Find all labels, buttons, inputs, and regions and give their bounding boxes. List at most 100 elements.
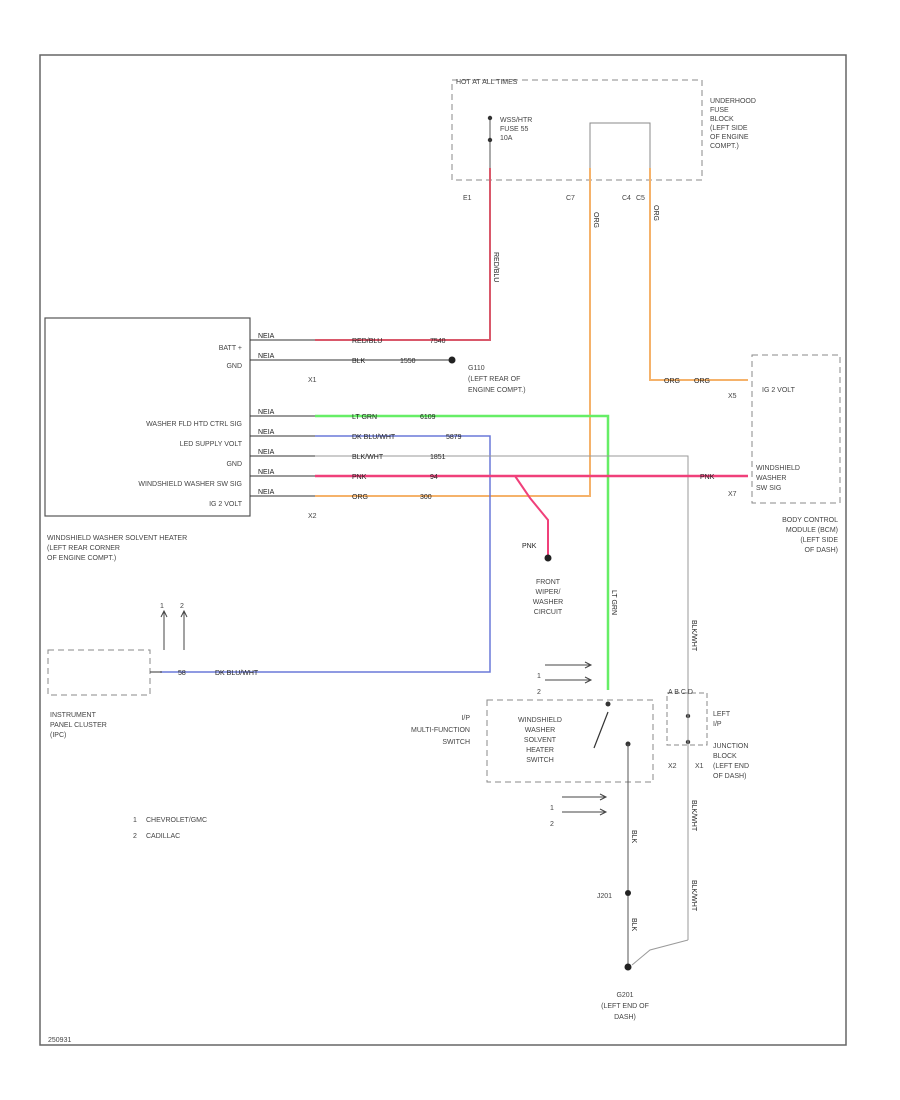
bcm-name-3: (LEFT SIDE [800, 537, 838, 544]
bcm-name-1: BODY CONTROL [782, 517, 838, 524]
wire-pnk-bcm-label: PNK [700, 474, 715, 481]
ground-g110-label-2: (LEFT REAR OF [468, 376, 520, 383]
wire-ltgrn-vertical-label: LT GRN [610, 590, 617, 615]
footer-code: 250931 [48, 1037, 71, 1044]
wire-led-dk-blu [160, 435, 491, 673]
ipc-name-3: (IPC) [50, 732, 66, 739]
fuse-55-contact-bottom [487, 137, 493, 143]
wire-led-circuit-label: 5879 [446, 434, 462, 441]
bcm-box-outline [751, 354, 841, 504]
splice-j201 [625, 890, 631, 896]
ground-g201-label-2: (LEFT END OF [601, 1003, 649, 1010]
fuse-pin-c5: C5 [636, 195, 645, 202]
multi-switch-blade [593, 711, 609, 749]
svg-text:NEIA: NEIA [258, 409, 275, 416]
fuse-block-name-2: FUSE [710, 107, 729, 114]
multi-switch-top-marker-1: 1 [537, 673, 541, 680]
junction-name-3: JUNCTION [713, 743, 748, 750]
multi-switch-bottom-marker-1: 1 [550, 805, 554, 812]
junction-name-6: OF DASH) [713, 773, 746, 780]
front-wiper-connector [544, 554, 552, 562]
multi-switch-top-marker-2: 2 [537, 689, 541, 696]
ground-g201-label-3: DASH) [614, 1014, 636, 1021]
junction-pin-x1: X1 [695, 763, 704, 770]
ground-g201-point [624, 963, 632, 971]
svg-text:NEIA: NEIA [258, 469, 275, 476]
wire-pnk-branch [514, 475, 549, 555]
ground-g110-label-3: ENGINE COMPT.) [468, 387, 526, 394]
bcm-name-2: MODULE (BCM) [786, 527, 838, 534]
heater-terminal-batt: BATT + [219, 345, 242, 352]
wire-bcm-orange-label-2: ORG [694, 378, 710, 385]
heater-terminal-gnd: GND [226, 363, 242, 370]
wire-blk-lower-label: BLK [630, 918, 637, 932]
wire-ig-color-label: ORG [352, 494, 368, 501]
wire-blkwht-vertical-label: BLK/WHT [690, 620, 697, 652]
ipc-pin-58: 58 [178, 670, 186, 677]
front-wiper-name-2: WIPER/ [536, 589, 561, 596]
fuse-block-internal-bus [589, 122, 651, 168]
bcm-pin-x5: X5 [728, 393, 737, 400]
fuse-block-name-3: BLOCK [710, 116, 734, 123]
multi-switch-inner-4: HEATER [526, 747, 554, 754]
multi-switch-code: I/P [461, 715, 470, 722]
washer-heater-box [44, 317, 251, 517]
multi-switch-arrows-bottom [562, 793, 608, 816]
wire-gnd-color-label: BLK [352, 358, 366, 365]
legend-num-2: 2 [133, 833, 137, 840]
heater-terminal-gnd2: GND [226, 461, 242, 468]
wire-batt-vertical-label: RED/BLU [492, 252, 499, 282]
wire-ig-orange [315, 168, 591, 497]
heater-connector-tags: NEIA NEIA NEIA NEIA NEIA NEIA NEIA [258, 333, 275, 496]
ipc-box-outline [47, 649, 151, 696]
wire-batt-circuit-label: 7540 [430, 338, 446, 345]
wire-ctrl-circuit-label: 6109 [420, 414, 436, 421]
wire-ig-circuit-label: 300 [420, 494, 432, 501]
front-wiper-name-1: FRONT [536, 579, 561, 586]
wire-gnd2-circuit-label: 1851 [430, 454, 446, 461]
ipc-name-1: INSTRUMENT [50, 712, 97, 719]
hot-at-all-times-label: HOT AT ALL TIMES [456, 79, 518, 86]
bcm-name-4: OF DASH) [805, 547, 838, 554]
junction-name-1: LEFT [713, 711, 731, 718]
heater-connector-x1: X1 [308, 377, 317, 384]
wire-orange-vertical-label: ORG [592, 212, 599, 228]
wire-bcm-orange-vertical-label: ORG [652, 205, 659, 221]
ground-g110-label-1: G110 [468, 365, 485, 372]
front-wiper-name-3: WASHER [533, 599, 563, 606]
bcm-ig-label: IG 2 VOLT [762, 387, 796, 394]
fuse-pin-e1: E1 [463, 195, 472, 202]
heater-name-1: WINDSHIELD WASHER SOLVENT HEATER [47, 535, 187, 542]
heater-name-3: OF ENGINE COMPT.) [47, 555, 116, 562]
legend-label-2: CADILLAC [146, 833, 180, 840]
wire-gnd2-color-label: BLK/WHT [352, 454, 384, 461]
ipc-arrows [160, 609, 188, 650]
multi-switch-inner-5: SWITCH [526, 757, 554, 764]
multi-switch-inner-3: SOLVENT [524, 737, 557, 744]
junction-pin-x2: X2 [668, 763, 677, 770]
multi-switch-arrows-top [545, 661, 593, 684]
fuse-pin-c4: C4 [622, 195, 631, 202]
ground-g110-point [448, 356, 456, 364]
fuse-55-contact-top [487, 115, 493, 121]
fuse-55-label-2: FUSE 55 [500, 126, 529, 133]
diagram-border [39, 54, 847, 1046]
multi-switch-box-outline [486, 699, 654, 783]
junction-lower-wire-label-2: BLK/WHT [690, 880, 697, 912]
junction-name-5: (LEFT END [713, 763, 749, 770]
wire-bcm-orange-label: ORG [664, 378, 680, 385]
multi-switch-inner-2: WASHER [525, 727, 555, 734]
ipc-name-2: PANEL CLUSTER [50, 722, 107, 729]
fuse-pin-c7: C7 [566, 195, 575, 202]
junction-name-2: I/P [713, 721, 722, 728]
heater-name-2: (LEFT REAR CORNER [47, 545, 120, 552]
wire-junction-to-g201 [631, 939, 689, 966]
bcm-pin-x7: X7 [728, 491, 737, 498]
multi-switch-inner-1: WINDSHIELD [518, 717, 562, 724]
ipc-marker-1: 1 [160, 603, 164, 610]
wire-batt-red-blu [315, 168, 491, 341]
svg-text:NEIA: NEIA [258, 333, 275, 340]
fuse-block-name-4: (LEFT SIDE [710, 125, 748, 132]
svg-text:NEIA: NEIA [258, 353, 275, 360]
